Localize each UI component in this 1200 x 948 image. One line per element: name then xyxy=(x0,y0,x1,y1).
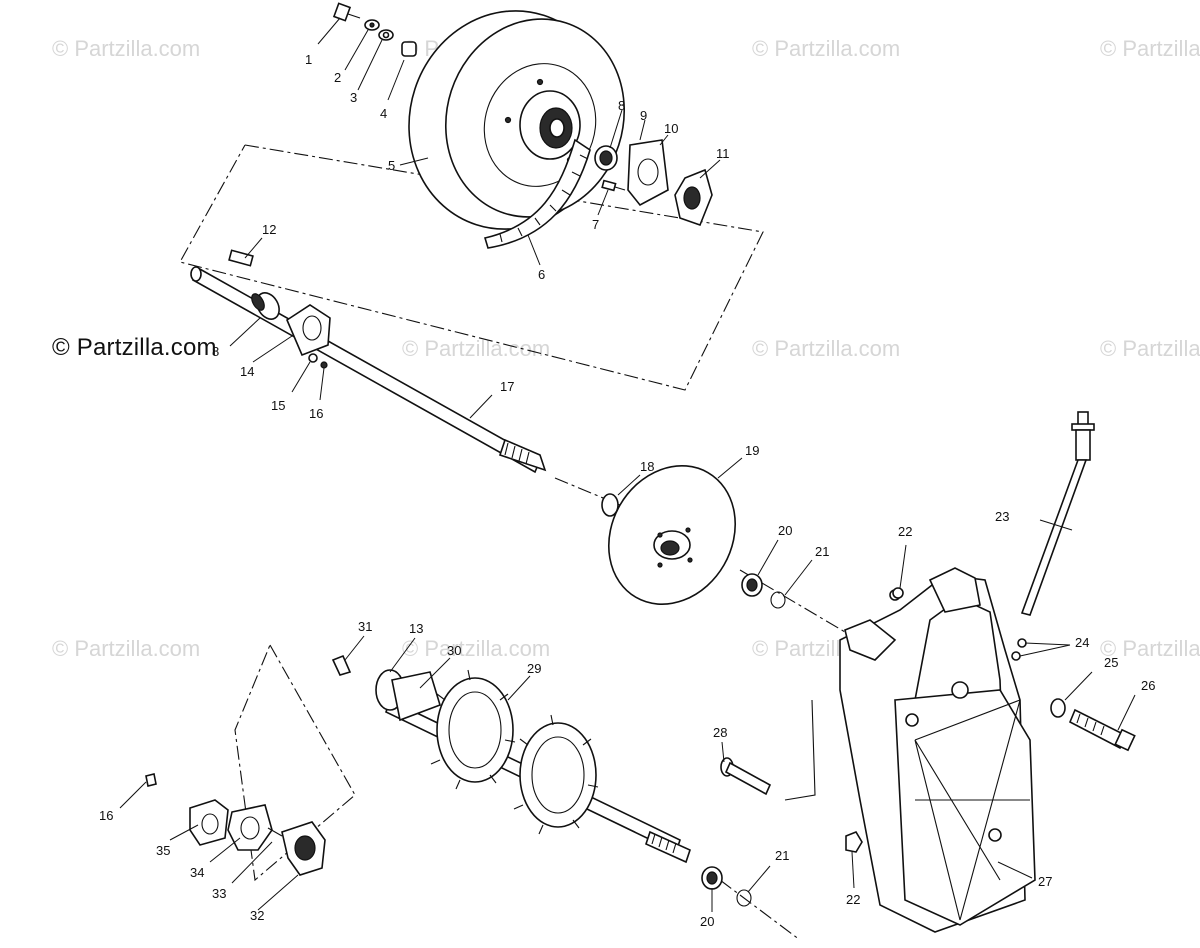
watermark-3: © Partzilla.com xyxy=(752,36,900,61)
callout-21-lower: 21 xyxy=(775,848,789,863)
chaincase-housing xyxy=(839,567,1036,933)
watermark-9: © Partzilla.com xyxy=(402,636,550,661)
callout-7: 7 xyxy=(592,217,599,232)
housing-nuts xyxy=(845,587,904,853)
watermark-8: © Partzilla.com xyxy=(52,636,200,661)
callout-12: 12 xyxy=(262,222,276,237)
callout-29: 29 xyxy=(527,661,541,676)
shaft-key xyxy=(228,249,254,267)
lower-bolt xyxy=(331,654,352,676)
watermark-1: © Partzilla.com xyxy=(52,36,200,61)
callout-18: 18 xyxy=(640,459,654,474)
watermark-11: © Partzilla.com xyxy=(1100,636,1200,661)
callout-35: 35 xyxy=(156,843,170,858)
jackshaft xyxy=(190,266,547,474)
callout-22: 22 xyxy=(898,524,912,539)
callout-9: 9 xyxy=(640,108,647,123)
callout-24: 24 xyxy=(1075,635,1089,650)
callout-14: 14 xyxy=(240,364,254,379)
callout-26: 26 xyxy=(1141,678,1155,693)
callout-16: 16 xyxy=(309,406,323,421)
watermark-7: © Partzilla.com xyxy=(1100,336,1200,361)
callout-20-lower: 20 xyxy=(700,914,714,929)
brand-watermark: © Partzilla.com xyxy=(52,334,217,361)
assembly-guides xyxy=(179,144,846,941)
drive-chain xyxy=(483,138,591,249)
callout-33: 33 xyxy=(212,886,226,901)
callout-labels: 1 2 3 4 5 6 7 8 9 10 11 12 8 14 15 16 17… xyxy=(99,52,1155,929)
callout-22-lower: 22 xyxy=(846,892,860,907)
callout-32: 32 xyxy=(250,908,264,923)
watermark-5: © Partzilla.com xyxy=(402,336,550,361)
pulley-fasteners xyxy=(332,2,417,57)
watermark-4: © Partzilla.com xyxy=(1100,36,1200,61)
callout-5: 5 xyxy=(388,158,395,173)
upper-bearing-set xyxy=(594,139,713,227)
callout-28: 28 xyxy=(713,725,727,740)
callout-11: 11 xyxy=(716,146,730,161)
callout-34: 34 xyxy=(190,865,204,880)
callout-10: 10 xyxy=(664,121,678,136)
watermark-6: © Partzilla.com xyxy=(752,336,900,361)
housing-bolt xyxy=(720,757,772,796)
callout-25: 25 xyxy=(1104,655,1118,670)
callout-1: 1 xyxy=(305,52,312,67)
lower-flange-set xyxy=(145,773,326,876)
drive-shaft-sprockets xyxy=(375,669,691,864)
callout-31: 31 xyxy=(358,619,372,634)
lower-bearing-20-21 xyxy=(701,866,752,907)
tension-bolt xyxy=(1050,698,1136,752)
callout-15: 15 xyxy=(271,398,285,413)
callout-27: 27 xyxy=(1038,874,1052,889)
callout-6: 6 xyxy=(538,267,545,282)
level-dipstick xyxy=(1011,411,1095,661)
callout-20: 20 xyxy=(778,523,792,538)
upper-bearing-20-21 xyxy=(741,573,786,609)
callout-13: 13 xyxy=(409,621,423,636)
callout-8-lower: 8 xyxy=(212,344,219,359)
callout-30: 30 xyxy=(447,643,461,658)
callout-3: 3 xyxy=(350,90,357,105)
callout-8: 8 xyxy=(618,98,625,113)
callout-4: 4 xyxy=(380,106,387,121)
callout-19: 19 xyxy=(745,443,759,458)
callout-16-lower: 16 xyxy=(99,808,113,823)
brake-disc xyxy=(601,465,737,605)
callout-17: 17 xyxy=(500,379,514,394)
callout-21: 21 xyxy=(815,544,829,559)
callout-2: 2 xyxy=(334,70,341,85)
callout-leaders xyxy=(119,17,1136,912)
callout-23: 23 xyxy=(995,509,1009,524)
